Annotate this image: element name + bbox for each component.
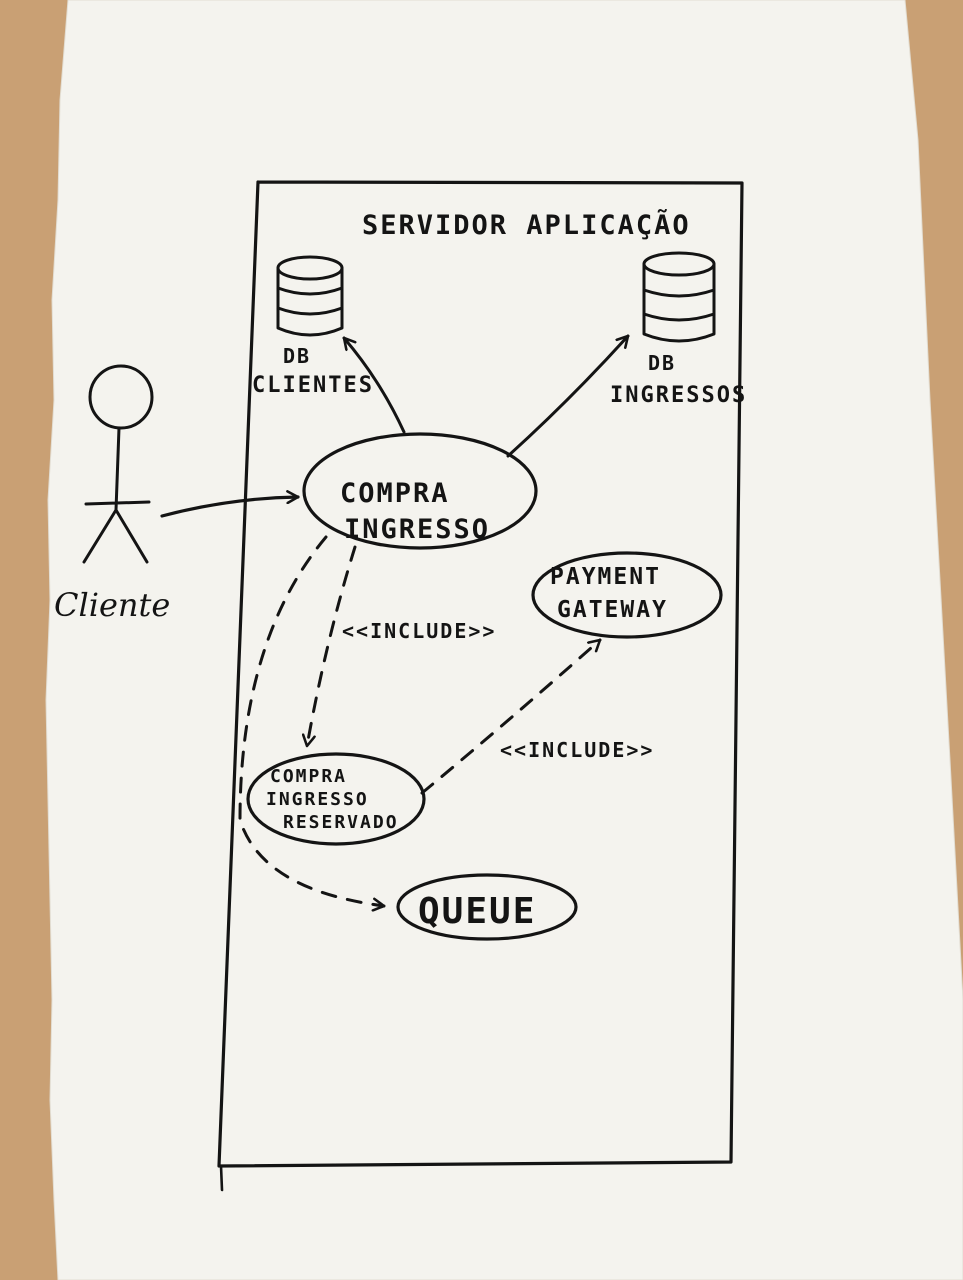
database-clientes-label-1: DB bbox=[283, 344, 311, 368]
queue-outline bbox=[396, 873, 578, 941]
usecase-compra-ingresso-outline bbox=[302, 432, 538, 550]
actor-label: Cliente bbox=[54, 586, 170, 624]
usecase-compra-reservado-label-1: COMPRA bbox=[270, 766, 347, 787]
database-clientes-label-2: CLIENTES bbox=[252, 373, 374, 398]
usecase-compra-ingresso-label-1: COMPRA bbox=[340, 478, 450, 509]
actor-head bbox=[88, 364, 154, 430]
database-clientes-icon bbox=[276, 255, 344, 337]
actor-cliente[interactable]: Cliente bbox=[54, 364, 170, 624]
database-ingressos-label-1: DB bbox=[648, 351, 676, 375]
association-actor-to-compra bbox=[160, 497, 300, 518]
include-label-2: <<INCLUDE>> bbox=[500, 738, 654, 762]
usecase-compra-ingresso[interactable]: COMPRA INGRESSO bbox=[302, 432, 538, 550]
usecase-payment-gateway-outline bbox=[531, 551, 723, 639]
usecase-compra-ingresso-reservado[interactable]: COMPRA INGRESSO RESERVADO bbox=[246, 752, 426, 846]
usecase-payment-gateway-label-2: GATEWAY bbox=[557, 597, 668, 623]
usecase-compra-reservado-label-3: RESERVADO bbox=[283, 812, 399, 833]
queue[interactable]: QUEUE bbox=[396, 873, 578, 941]
usecase-payment-gateway[interactable]: PAYMENT GATEWAY bbox=[531, 551, 723, 639]
database-ingressos[interactable]: DB INGRESSOS bbox=[610, 251, 747, 408]
association-compra-to-db-clientes bbox=[342, 336, 406, 434]
usecase-compra-ingresso-label-2: INGRESSO bbox=[344, 514, 490, 545]
paper-sheet bbox=[45, 0, 963, 1280]
flow-compra-to-queue bbox=[238, 535, 386, 906]
database-clientes[interactable]: DB CLIENTES bbox=[252, 255, 374, 398]
system-boundary: SERVIDOR APLICAÇÃO bbox=[217, 180, 744, 1192]
include-label-1: <<INCLUDE>> bbox=[342, 619, 496, 643]
queue-label: QUEUE bbox=[418, 891, 536, 932]
usecase-payment-gateway-label-1: PAYMENT bbox=[550, 564, 661, 590]
actor-body bbox=[82, 426, 151, 564]
usecase-compra-reservado-label-2: INGRESSO bbox=[266, 789, 369, 810]
usecase-compra-reservado-outline bbox=[246, 752, 426, 846]
association-compra-to-db-ingressos bbox=[506, 334, 630, 458]
include-reservado-to-payment bbox=[420, 638, 602, 795]
database-ingressos-label-2: INGRESSOS bbox=[610, 383, 747, 408]
system-boundary-title: SERVIDOR APLICAÇÃO bbox=[362, 209, 691, 241]
database-ingressos-icon bbox=[642, 251, 716, 343]
